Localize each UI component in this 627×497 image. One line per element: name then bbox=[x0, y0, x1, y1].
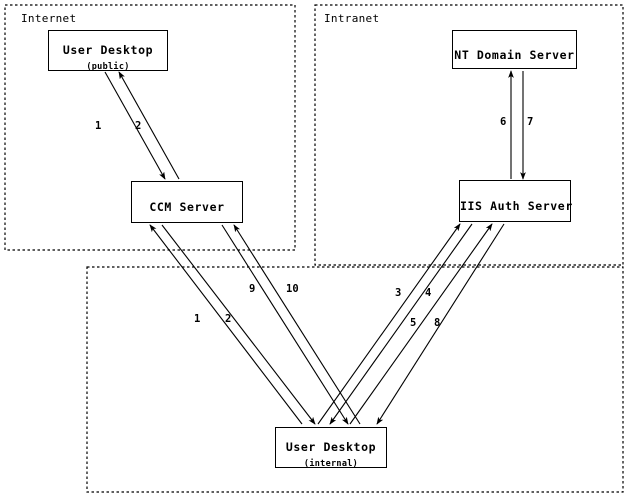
edge-label-3: 3 bbox=[395, 287, 402, 299]
node-title-ccm-server: CCM Server bbox=[149, 200, 225, 214]
edge-label-5: 5 bbox=[410, 317, 417, 329]
edge-label-4: 4 bbox=[425, 287, 432, 299]
edge-line-2-public bbox=[118, 71, 180, 180]
edge-line-9 bbox=[221, 224, 349, 425]
edge-label-10: 10 bbox=[286, 283, 299, 295]
edge-line-4 bbox=[329, 223, 473, 425]
edge-line-1-internal bbox=[149, 224, 303, 425]
edge-label-8: 8 bbox=[434, 317, 441, 329]
zone-intranet-border bbox=[314, 4, 624, 266]
node-user-desktop-public[interactable]: User Desktop (public) bbox=[48, 30, 168, 72]
edge-line-2-internal bbox=[161, 224, 316, 425]
zone-label-intranet: Intranet bbox=[324, 12, 380, 25]
node-title-iis-auth-server: IIS Auth Server bbox=[460, 199, 573, 213]
node-iis-auth-server[interactable]: IIS Auth Server bbox=[459, 180, 573, 222]
node-subtitle-user-desktop-internal: (internal) bbox=[303, 459, 359, 469]
edge-label-7: 7 bbox=[527, 116, 534, 128]
edge-line-5 bbox=[349, 223, 493, 425]
edge-line-10 bbox=[233, 224, 361, 425]
edge-line-3 bbox=[317, 223, 461, 425]
node-ccm-server[interactable]: CCM Server bbox=[131, 181, 243, 223]
node-subtitle-user-desktop-public: (public) bbox=[86, 62, 130, 72]
edge-line-8 bbox=[376, 223, 505, 425]
edge-label-1-internal: 1 bbox=[194, 313, 201, 325]
node-nt-domain-server[interactable]: NT Domain Server bbox=[452, 30, 577, 69]
edge-label-6: 6 bbox=[500, 116, 507, 128]
node-title-nt-domain-server: NT Domain Server bbox=[454, 48, 575, 62]
node-title-user-desktop-public: User Desktop bbox=[62, 43, 154, 57]
node-title-user-desktop-internal: User Desktop bbox=[285, 440, 377, 454]
zone-label-internet: Internet bbox=[21, 12, 77, 25]
edge-label-9: 9 bbox=[249, 283, 256, 295]
edge-line-1-public bbox=[104, 71, 166, 180]
edge-label-1-public: 1 bbox=[95, 120, 102, 132]
zone-internet-border bbox=[4, 4, 296, 251]
edge-label-2-internal: 2 bbox=[225, 313, 232, 325]
node-user-desktop-internal[interactable]: User Desktop (internal) bbox=[275, 427, 387, 469]
edge-label-2-public: 2 bbox=[135, 120, 142, 132]
